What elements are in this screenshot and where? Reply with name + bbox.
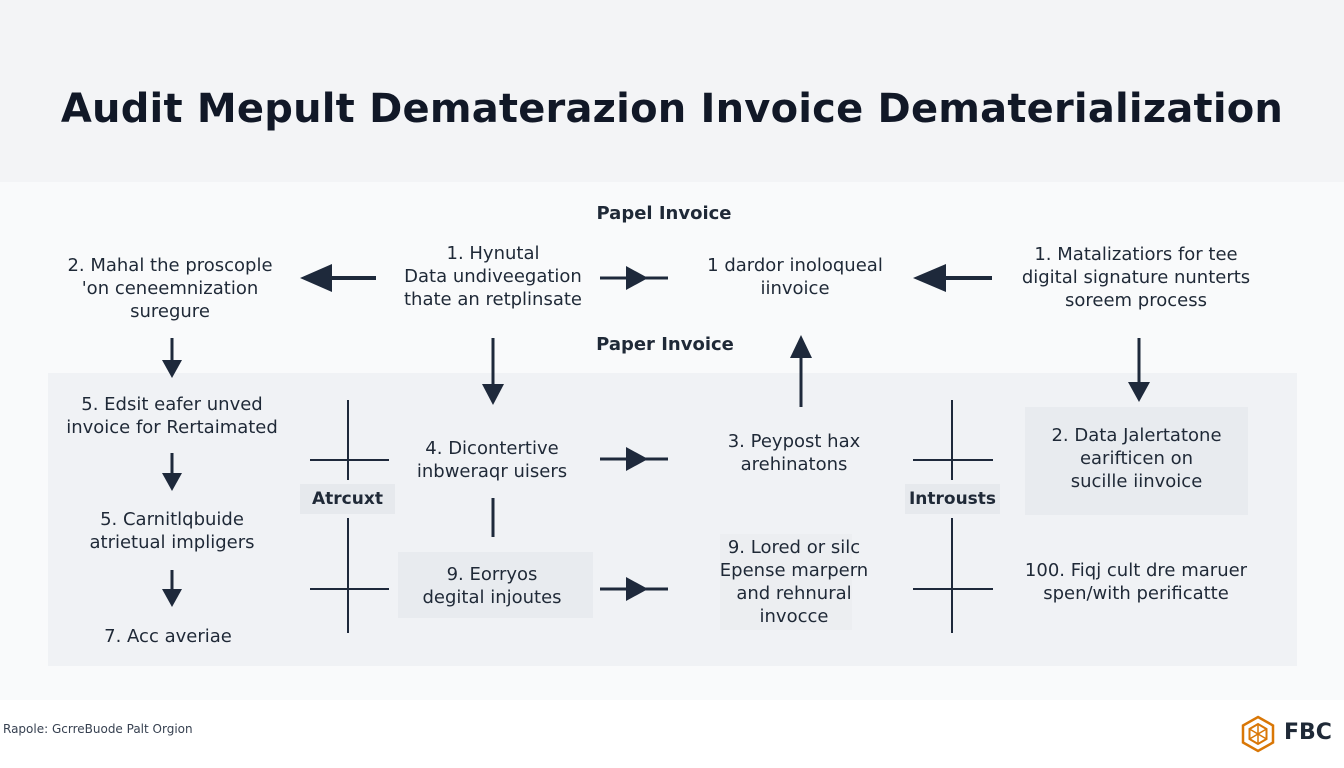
arrow-left-2 xyxy=(913,264,992,292)
node-center-1: 4. Dicontertive inbweraqr uisers xyxy=(416,438,568,482)
arrow-left-1 xyxy=(300,264,376,292)
heading-papel-invoice: Papel Invoice xyxy=(596,203,732,224)
node-left-3: 7. Acc averiae xyxy=(104,626,232,647)
title-band xyxy=(0,0,1344,182)
node-left-1: 5. Edsit eafer unved invoice for Rertaim… xyxy=(66,394,278,438)
node-right-1: 2. Data Jalertatone earifticen on sucill… xyxy=(1051,425,1222,492)
node-right-top: 1. Matalizatiors for tee digital signatu… xyxy=(1021,244,1251,311)
center-bottom-box xyxy=(398,552,593,618)
logo-text: FBC xyxy=(1284,720,1332,745)
arrow-down-left-top xyxy=(162,338,182,378)
arrow-down-left-2 xyxy=(162,570,182,607)
arrow-right-2 xyxy=(600,447,668,471)
label-right: Introusts xyxy=(905,484,1000,514)
arrow-up-mid xyxy=(790,335,812,407)
page-title: Audit Mepult Dematerazion Invoice Demate… xyxy=(60,86,1284,132)
arrow-right-3 xyxy=(600,577,668,601)
node-mid-top: 1 dardor inoloqueal iinvoice xyxy=(707,255,883,299)
node-mid-1: 3. Peypost hax arehinatons xyxy=(727,431,861,475)
node-mid-2: 9. Lored or silc Epense marpern and rehn… xyxy=(719,537,869,627)
cross-connector-right xyxy=(913,400,993,633)
node-center-2: 9. Eorryos degital injoutes xyxy=(422,564,562,608)
label-left: Atrcuxt xyxy=(300,484,395,514)
heading-paper-invoice: Paper Invoice xyxy=(596,334,734,355)
node-left-2: 5. Carnitlqbuide atrietual impligers xyxy=(89,509,255,553)
logo: FBC xyxy=(1238,714,1338,754)
right-top-box xyxy=(1025,407,1248,515)
arrow-down-left-1 xyxy=(162,453,182,491)
hexagon-logo-icon xyxy=(1241,715,1275,753)
arrow-down-right-top xyxy=(1128,338,1150,402)
mid-bottom-box xyxy=(720,534,852,630)
cross-connector-left xyxy=(310,400,389,633)
arrow-right-1 xyxy=(600,266,668,290)
arrow-down-center-top xyxy=(482,338,504,405)
node-right-2: 100. Fiqj cult dre maruer spen/with peri… xyxy=(1024,560,1248,604)
source-caption: Rapole: GcrreBuode Palt Orgion xyxy=(3,722,193,736)
node-left-top: 2. Mahal the proscople 'on ceneemnizatio… xyxy=(67,255,273,322)
node-center-top: 1. Hynutal Data undiveegation thate an r… xyxy=(403,243,583,310)
